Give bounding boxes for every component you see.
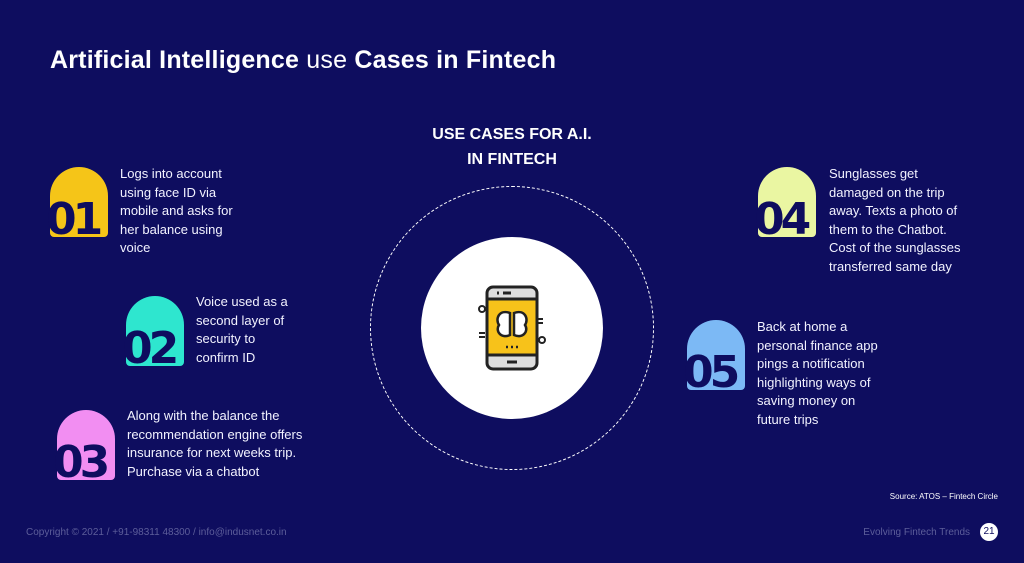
text-line: Sunglasses get [829,166,918,181]
case-badge-05: 05 [683,320,745,398]
title-part: Artificial Intelligence [50,46,300,74]
badge-number: 01 [46,194,103,245]
section-heading: USE CASES FOR A.I. IN FINTECH [412,122,612,172]
text-line: Voice used as a [196,294,288,309]
title-part: use [306,46,348,74]
text-line: highlighting ways of [757,374,871,390]
case-text-04: Sunglasses get damaged on the trip away. T… [829,165,961,276]
text-line: future trips [757,411,819,427]
text-line: Purchase via a chatbot [127,463,260,479]
text-line: transferred same day [829,258,952,274]
text-line: Logs into account [120,166,222,181]
title-part: Cases in Fintech [354,46,557,74]
text-line: insurance for next weeks trip. [127,445,297,460]
case-text-05: Back at home a personal finance app pings … [757,318,878,429]
slide-title: Artificial Intelligence use Cases in Fin… [50,46,556,75]
case-text-03: Along with the balance the recommendation… [127,407,302,481]
case-badge-04: 04 [754,167,816,245]
text-line: personal finance app [757,337,878,353]
text-line: pings a notification [757,356,865,371]
source-note: Source: ATOS – Fintech Circle [889,492,998,501]
smartphone-brain-icon [478,285,546,371]
text-line: security to [196,331,256,346]
footer-contact: Copyright © 2021 / +91-98311 48300 / inf… [26,527,287,538]
text-line: saving money on [757,393,856,408]
text-line: away. Texts a photo of [829,203,958,218]
text-line: Back at home a [757,319,848,334]
text-line: voice [120,240,151,255]
badge-number: 05 [683,347,740,398]
case-badge-02: 02 [122,296,184,374]
page-number: 21 [980,523,998,541]
case-text-01: Logs into account using face ID via mobile… [120,165,233,258]
text-line: confirm ID [196,349,256,365]
case-badge-01: 01 [46,167,108,245]
badge-number: 04 [754,194,811,245]
case-text-02: Voice used as a second layer of security t… [196,293,288,367]
heading-line: USE CASES FOR A.I. [432,126,592,143]
badge-number: 02 [122,323,179,374]
text-line: recommendation engine offers [127,426,303,442]
heading-line: IN FINTECH [467,151,557,168]
text-line: them to the Chatbot. [829,221,947,237]
text-line: Along with the balance the [127,408,280,423]
case-badge-03: 03 [53,410,115,488]
footer-deck-title: Evolving Fintech Trends [863,527,970,538]
text-line: her balance using [120,221,223,237]
center-disc [421,237,603,419]
badge-number: 03 [53,437,110,488]
text-line: using face ID via [120,184,217,200]
text-line: second layer of [196,312,285,328]
text-line: damaged on the trip [829,184,945,200]
text-line: Cost of the sunglasses [829,240,961,255]
dashed-ring [370,186,654,470]
text-line: mobile and asks for [120,203,233,218]
